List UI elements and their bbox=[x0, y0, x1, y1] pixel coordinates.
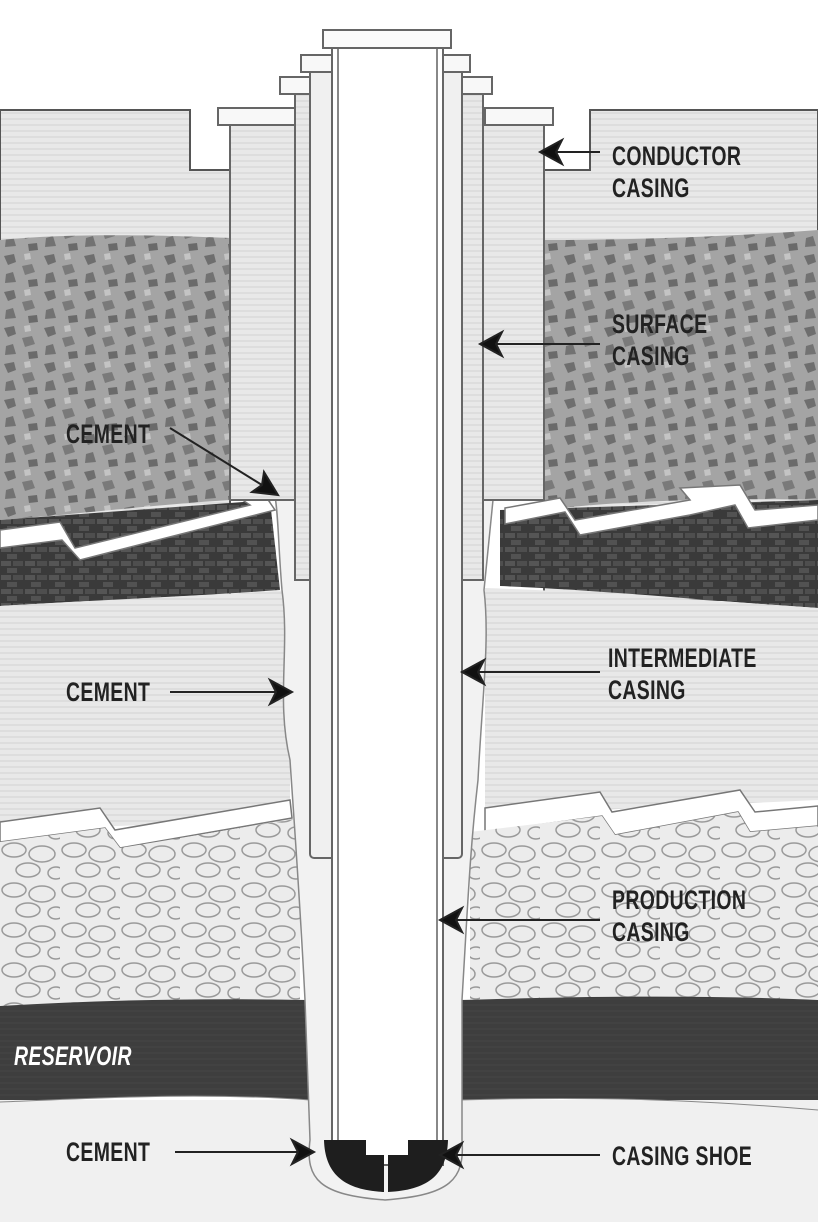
cobble-layer bbox=[0, 818, 300, 1006]
reservoir-label: RESERVOIR bbox=[14, 1041, 132, 1071]
arrows bbox=[169, 137, 600, 1170]
cement-label-upper: CEMENT bbox=[66, 419, 151, 449]
gravel-layer bbox=[0, 235, 230, 520]
casing-shoe bbox=[324, 1140, 448, 1192]
production-casing bbox=[322, 29, 452, 1166]
strata bbox=[0, 109, 818, 1222]
cement-label-lower: CEMENT bbox=[66, 1137, 151, 1167]
reservoir-layer bbox=[0, 999, 310, 1102]
casing-shoe-label: CASING SHOE bbox=[612, 1141, 753, 1171]
fault-band-lower bbox=[0, 799, 293, 849]
cement-label-middle: CEMENT bbox=[66, 677, 151, 707]
light-middle-layer bbox=[0, 590, 290, 830]
